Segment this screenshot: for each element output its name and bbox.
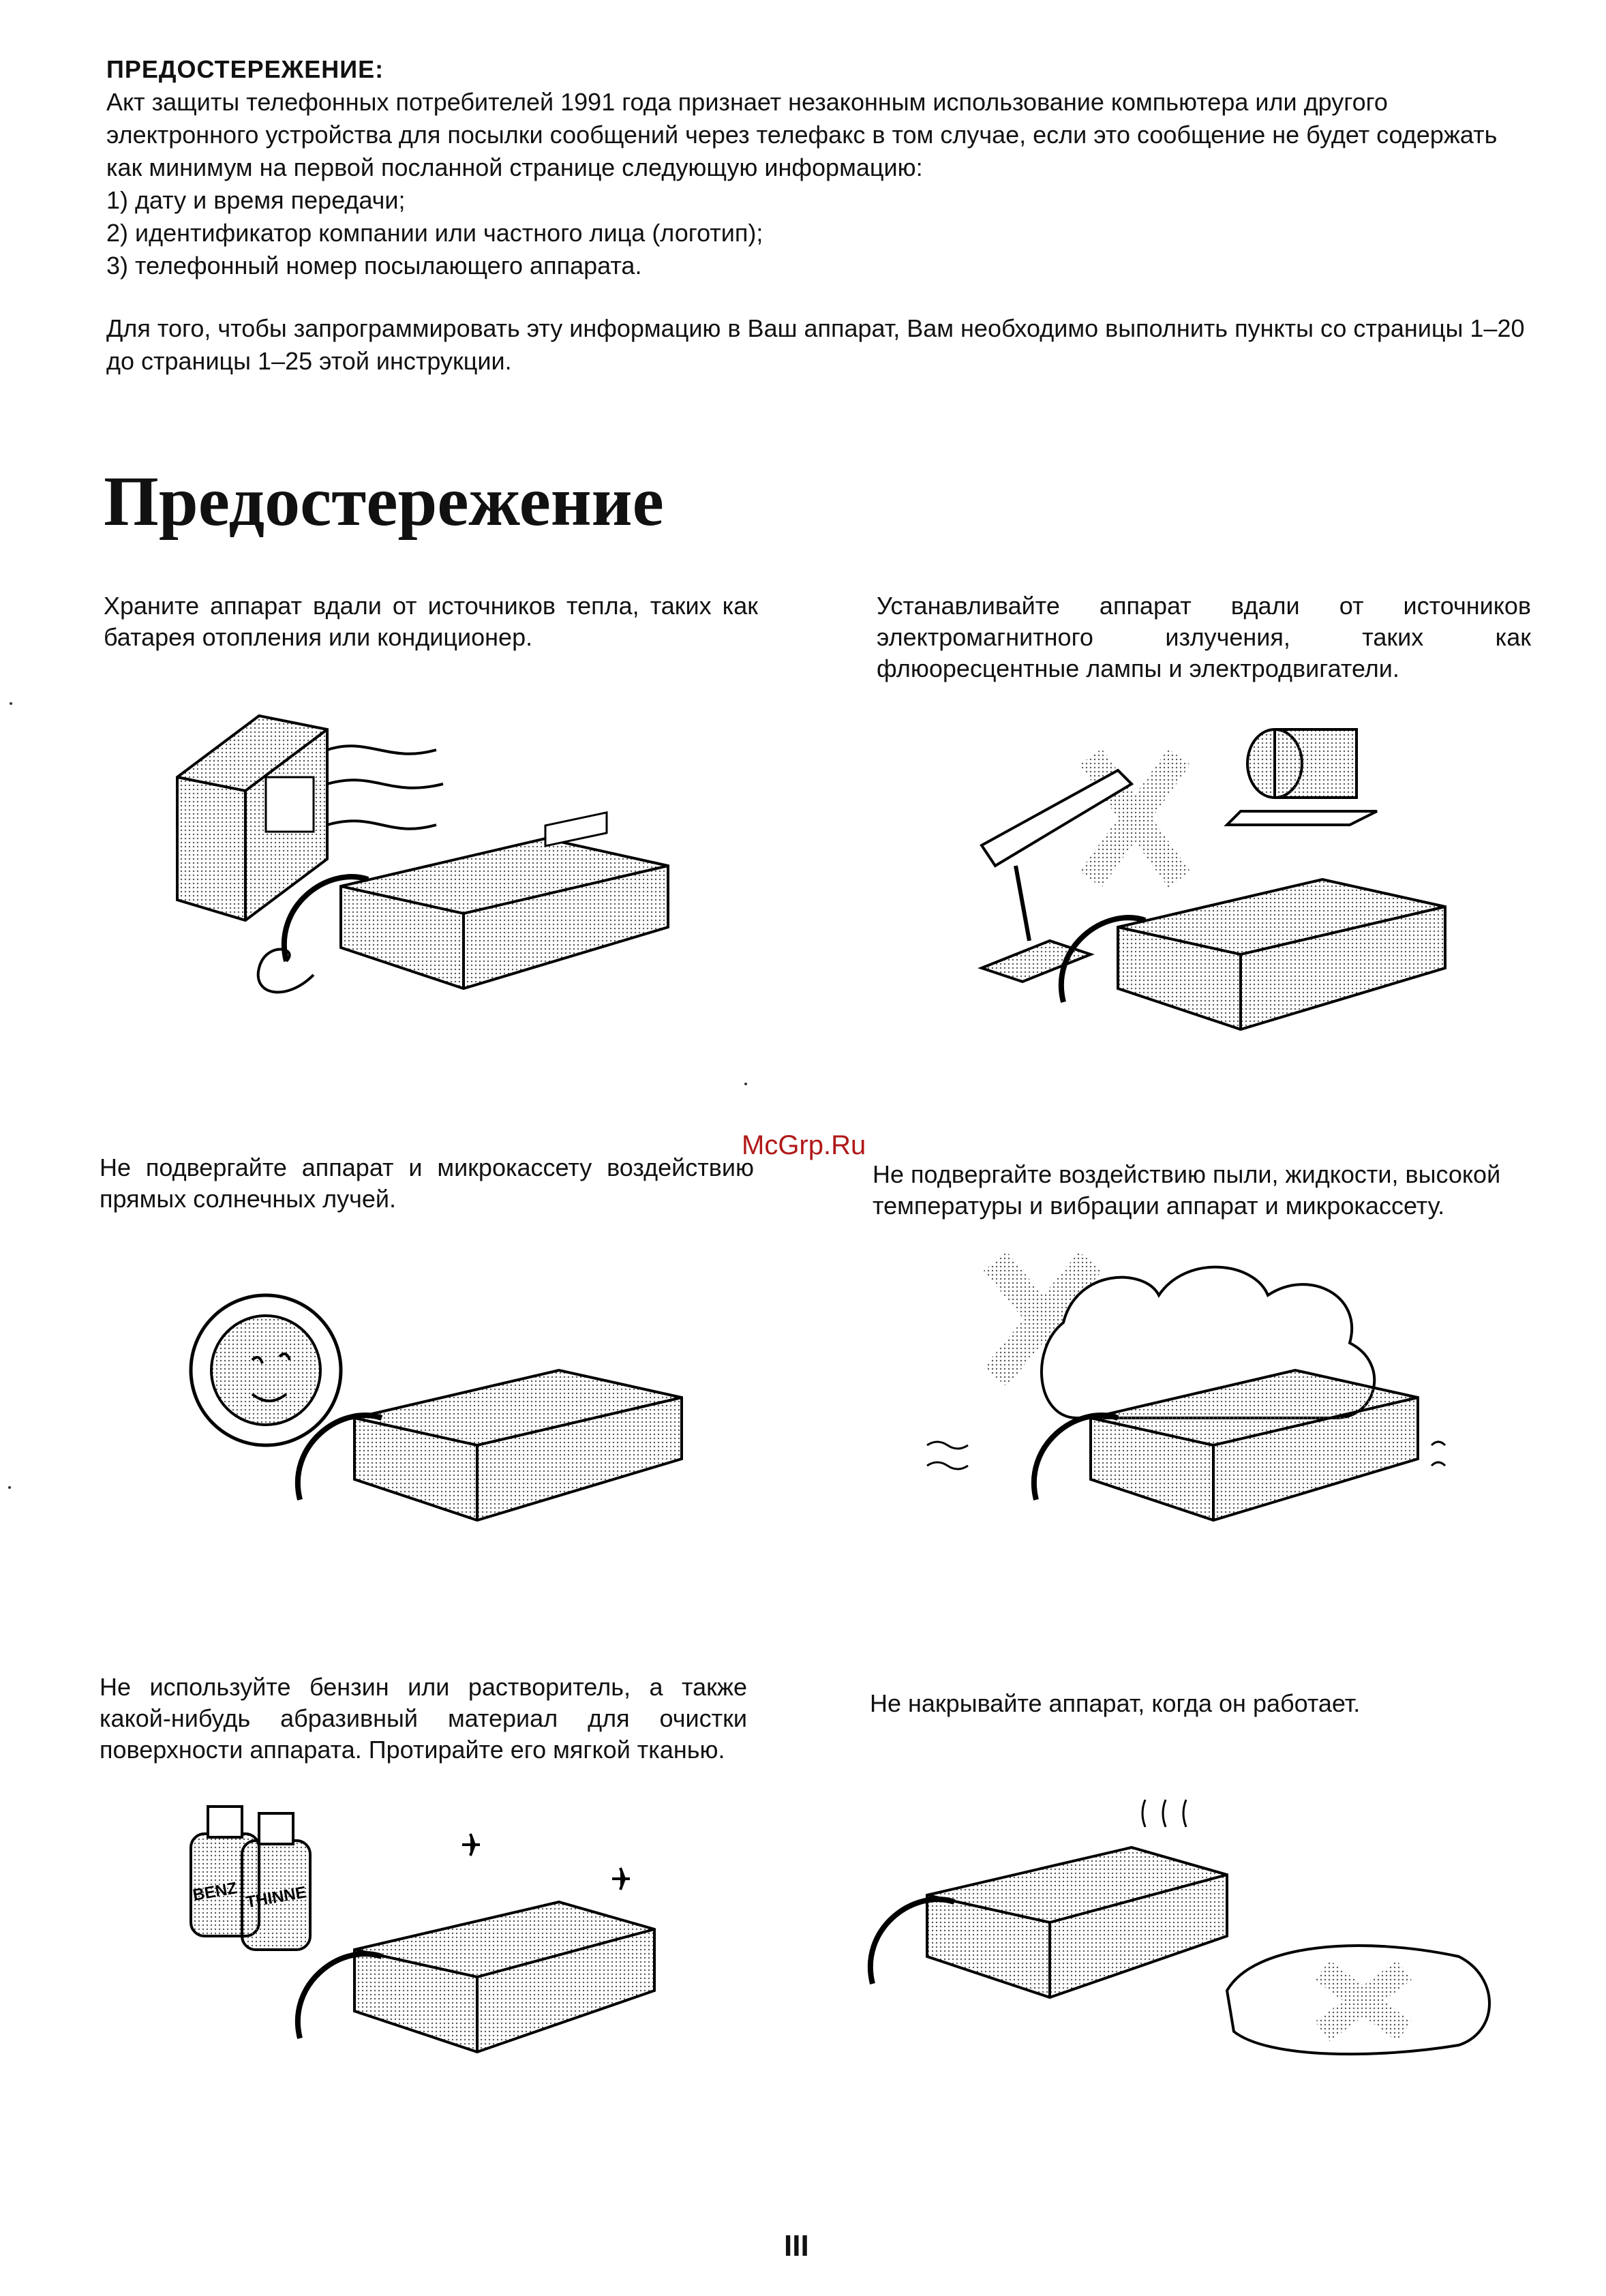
dust-fax-illustration	[913, 1241, 1472, 1595]
heater-fax-illustration	[164, 702, 709, 1016]
caution-text-cover: Не накрывайте аппарат, когда он работает…	[870, 1689, 1361, 1717]
watermark: McGrp.Ru	[742, 1130, 866, 1160]
electric-motor-icon	[1224, 728, 1378, 826]
fax-machine-icon	[294, 1368, 683, 1522]
scan-speck	[10, 702, 12, 705]
caution-text-sun: Не подвергайте аппарат и микрокассету во…	[100, 1153, 754, 1213]
programming-note: Для того, чтобы запрограммировать эту ин…	[106, 314, 1525, 375]
scan-speck	[744, 1083, 747, 1085]
caution-text-dust: Не подвергайте воздействию пыли, жидкост…	[873, 1160, 1501, 1220]
caution-text-solvent: Не используйте бензин или растворитель, …	[100, 1673, 747, 1764]
notice-block: ПРЕДОСТЕРЕЖЕНИЕ: Акт защиты телефонных п…	[106, 53, 1531, 378]
heater-fax-svg	[176, 714, 669, 994]
heat-lines-icon	[1141, 1799, 1187, 1828]
sparkle-icon	[462, 1833, 480, 1856]
section-title: Предостережение	[104, 462, 664, 541]
caution-text-heat: Храните аппарат вдали от источников тепл…	[104, 592, 758, 651]
fax-machine-icon	[1031, 1368, 1419, 1522]
fax-machine-icon	[1058, 877, 1446, 1031]
lamp-motor-fax-svg	[978, 728, 1446, 1031]
desk-lamp-icon	[978, 768, 1134, 984]
solvent-bottles-icon: BENZ THINNE	[190, 1805, 312, 1951]
sparkle-icon	[612, 1867, 630, 1890]
scan-speck	[8, 1486, 11, 1489]
fax-machine-icon	[867, 1845, 1228, 1999]
heater-icon	[176, 714, 329, 922]
notice-list-item: 1) дату и время передачи;	[106, 186, 406, 214]
lamp-motor-fax-illustration	[954, 709, 1472, 1050]
solvent-fax-svg: BENZ THINNE	[190, 1805, 656, 2054]
page-number: III	[784, 2229, 809, 2263]
fax-machine-icon	[256, 811, 669, 994]
sun-fax-illustration	[150, 1241, 709, 1595]
fax-machine-icon	[294, 1900, 656, 2054]
notice-list: 1) дату и время передачи; 2) идентификат…	[106, 184, 1531, 282]
caution-text-emi: Устанавливайте аппарат вдали от источник…	[877, 592, 1531, 682]
vibration-lines-icon	[926, 1440, 1446, 1470]
notice-list-item: 3) телефонный номер посылающего аппарата…	[106, 252, 642, 280]
sun-icon	[189, 1293, 343, 1447]
cross-mark-icon	[1315, 1960, 1412, 2042]
dust-fax-svg	[926, 1252, 1446, 1522]
cover-fax-illustration	[845, 1786, 1513, 2072]
cover-fax-svg	[867, 1799, 1491, 2056]
solvent-fax-illustration: BENZ THINNE	[177, 1793, 695, 2106]
sun-fax-svg	[189, 1293, 683, 1522]
notice-heading: ПРЕДОСТЕРЕЖЕНИЕ:	[106, 55, 384, 83]
cross-mark-icon	[1079, 749, 1191, 888]
notice-list-item: 2) идентификатор компании или частного л…	[106, 219, 763, 247]
notice-body: Акт защиты телефонных потребителей 1991 …	[106, 88, 1498, 181]
